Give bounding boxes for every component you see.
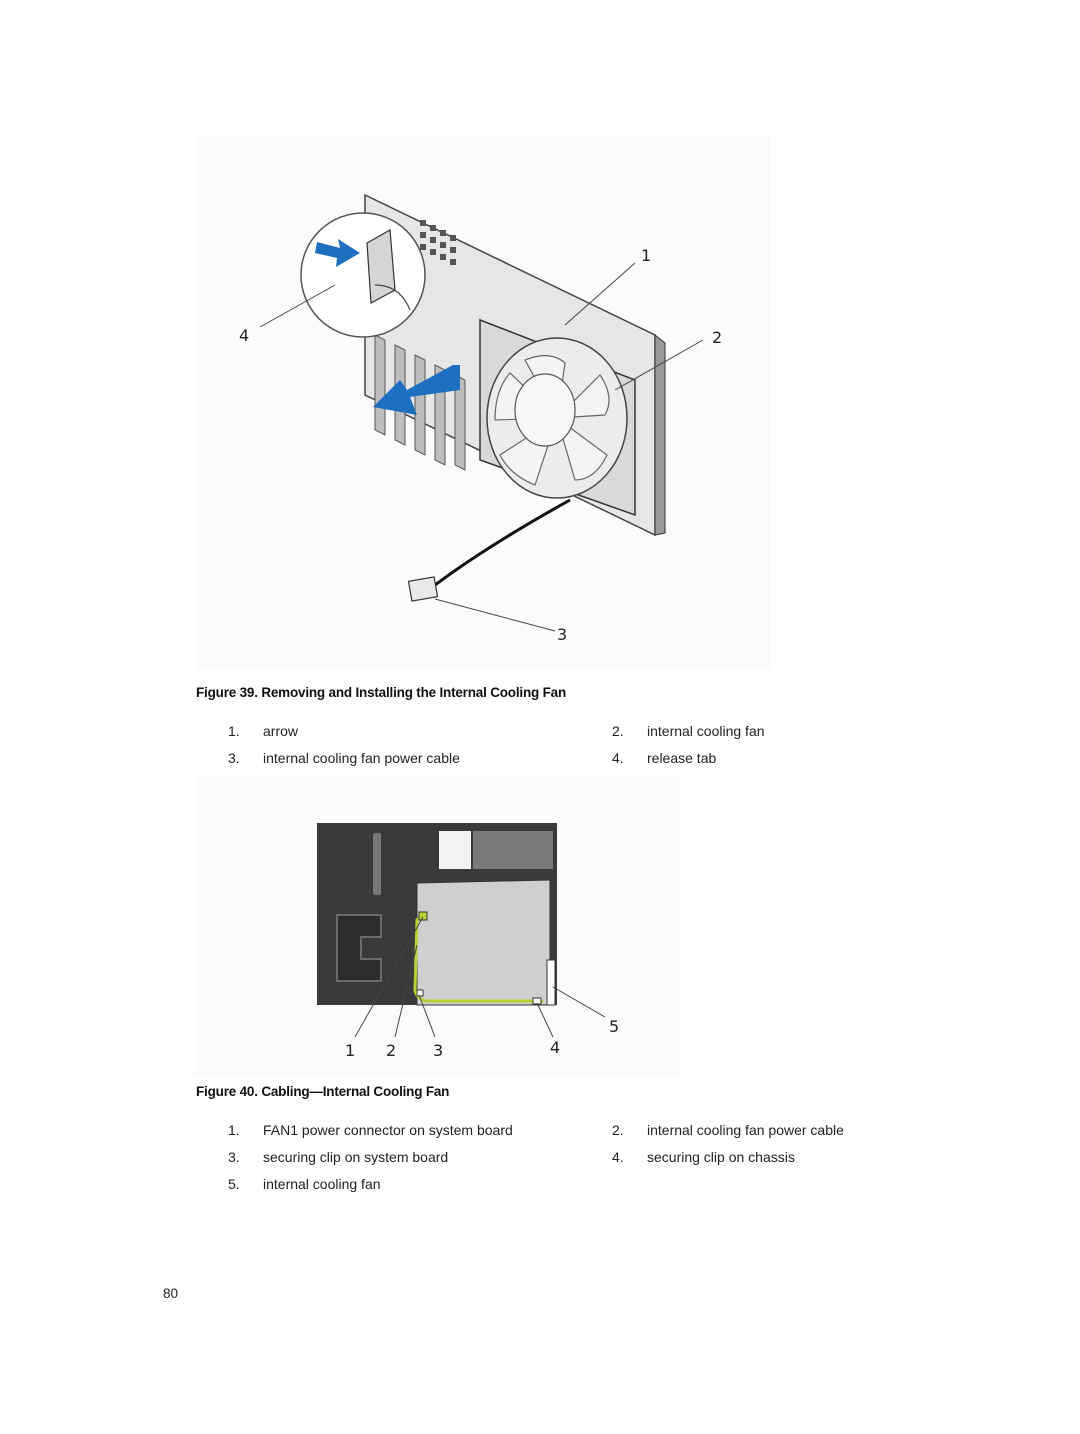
callout-3: 3 <box>557 625 567 644</box>
figure-39-caption: Figure 39. Removing and Installing the I… <box>196 685 566 700</box>
legend-item: 4.securing clip on chassis <box>612 1149 795 1165</box>
internal-cooling-fan <box>479 318 636 517</box>
figure-40-illustration: 1 2 3 4 5 <box>195 775 680 1075</box>
internal-cooling-fan-slot <box>546 959 556 1006</box>
callout-1: 1 <box>345 1041 355 1060</box>
callout-4: 4 <box>550 1038 560 1057</box>
figure-40-caption: Figure 40. Cabling—Internal Cooling Fan <box>196 1084 450 1099</box>
page-number: 80 <box>163 1286 179 1301</box>
legend-item: 5.internal cooling fan <box>228 1176 381 1192</box>
callout-3: 3 <box>433 1041 443 1060</box>
legend-item: 1.arrow <box>228 723 299 739</box>
callout-4: 4 <box>239 326 249 345</box>
fan-power-cable <box>407 498 571 602</box>
legend-row: 3.internal cooling fan power cable 4.rel… <box>228 750 908 777</box>
legend-row: 1.FAN1 power connector on system board 2… <box>228 1122 908 1149</box>
figure-40-legend: 1.FAN1 power connector on system board 2… <box>228 1122 908 1203</box>
legend-item: 4.release tab <box>612 750 717 766</box>
callout-5: 5 <box>609 1017 619 1036</box>
callout-2: 2 <box>386 1041 396 1060</box>
legend-row: 3.securing clip on system board 4.securi… <box>228 1149 908 1176</box>
figure-39-legend: 1.arrow 2.internal cooling fan 3.interna… <box>228 723 908 777</box>
legend-item: 2.internal cooling fan power cable <box>612 1122 844 1138</box>
callout-leaders <box>259 262 704 632</box>
legend-row: 5.internal cooling fan <box>228 1176 908 1203</box>
system-board <box>416 879 551 1006</box>
figure-39-illustration: 1 2 3 4 <box>195 135 770 670</box>
removal-arrow <box>373 365 460 415</box>
callout-2: 2 <box>712 328 722 347</box>
legend-item: 1.FAN1 power connector on system board <box>228 1122 513 1138</box>
legend-row: 1.arrow 2.internal cooling fan <box>228 723 908 750</box>
legend-item: 2.internal cooling fan <box>612 723 765 739</box>
legend-item: 3.internal cooling fan power cable <box>228 750 460 766</box>
release-tab-detail <box>300 212 426 338</box>
fan-power-cable <box>413 913 543 1003</box>
callout-leaders <box>354 916 606 1038</box>
callout-1: 1 <box>641 246 651 265</box>
legend-item: 3.securing clip on system board <box>228 1149 449 1165</box>
